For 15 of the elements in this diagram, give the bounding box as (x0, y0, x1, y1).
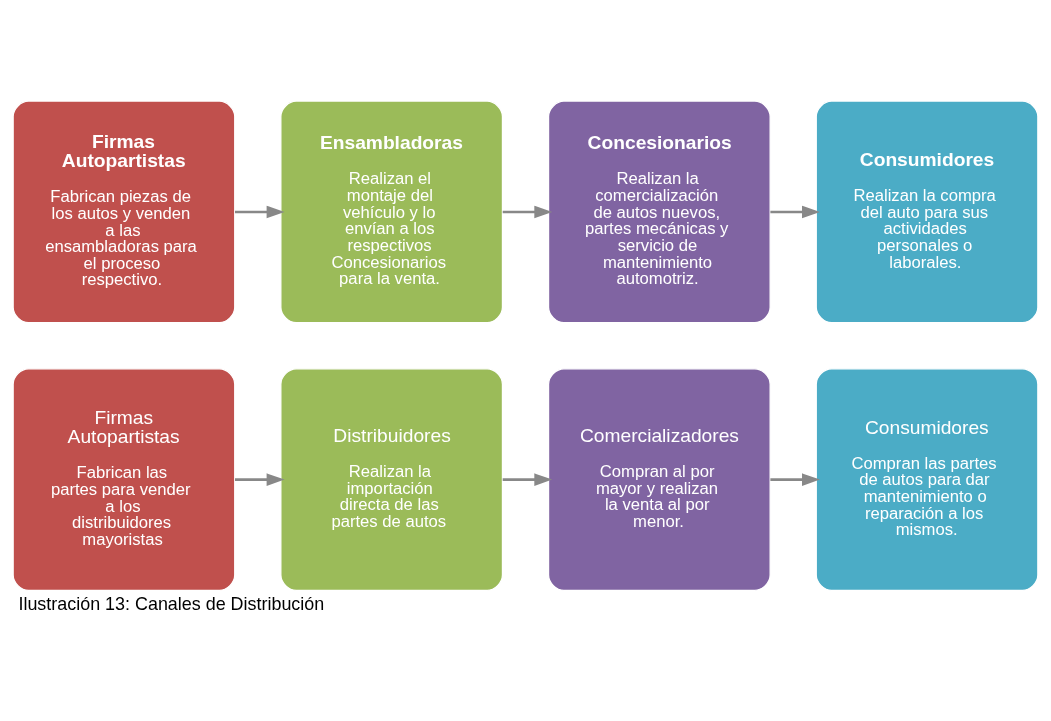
node-box: Consumidores Compran las partes de autos para dar mantenimiento o reparación a los mismos. (815, 368, 1039, 592)
node-box: Concesionarios Realizan la comercialización de autos nuevos, partes mecánicas y servicio de mantenimiento automotriz. (547, 100, 771, 324)
arrow (770, 473, 820, 486)
arrow (502, 473, 553, 486)
arrow (235, 205, 285, 219)
node-box: Firmas Autopartistas Fabrican piezas de los autos y venden a las ensambladoras para el proceso respectivo. (12, 100, 236, 324)
node-box: Firmas Autopartistas Fabrican las partes para vender a los distribuidores mayoristas (12, 368, 236, 592)
caption: Ilustración 13: Canales de Distribución (18, 593, 325, 614)
node-box: Consumidores Realizan la compra del auto para sus actividades personales o laborales. (815, 100, 1039, 324)
node-box: Distribuidores Realizan la importación directa de las partes de autos (280, 368, 504, 592)
arrow (502, 205, 553, 219)
node-box: Comercializadores Compran al por mayor y realizan la venta al por menor. (547, 368, 771, 592)
node-box: Ensambladoras Realizan el montaje del vehículo y lo envían a los respectivos Concesionarios para la venta. (280, 100, 504, 324)
arrow (235, 473, 285, 486)
arrow (770, 205, 820, 219)
